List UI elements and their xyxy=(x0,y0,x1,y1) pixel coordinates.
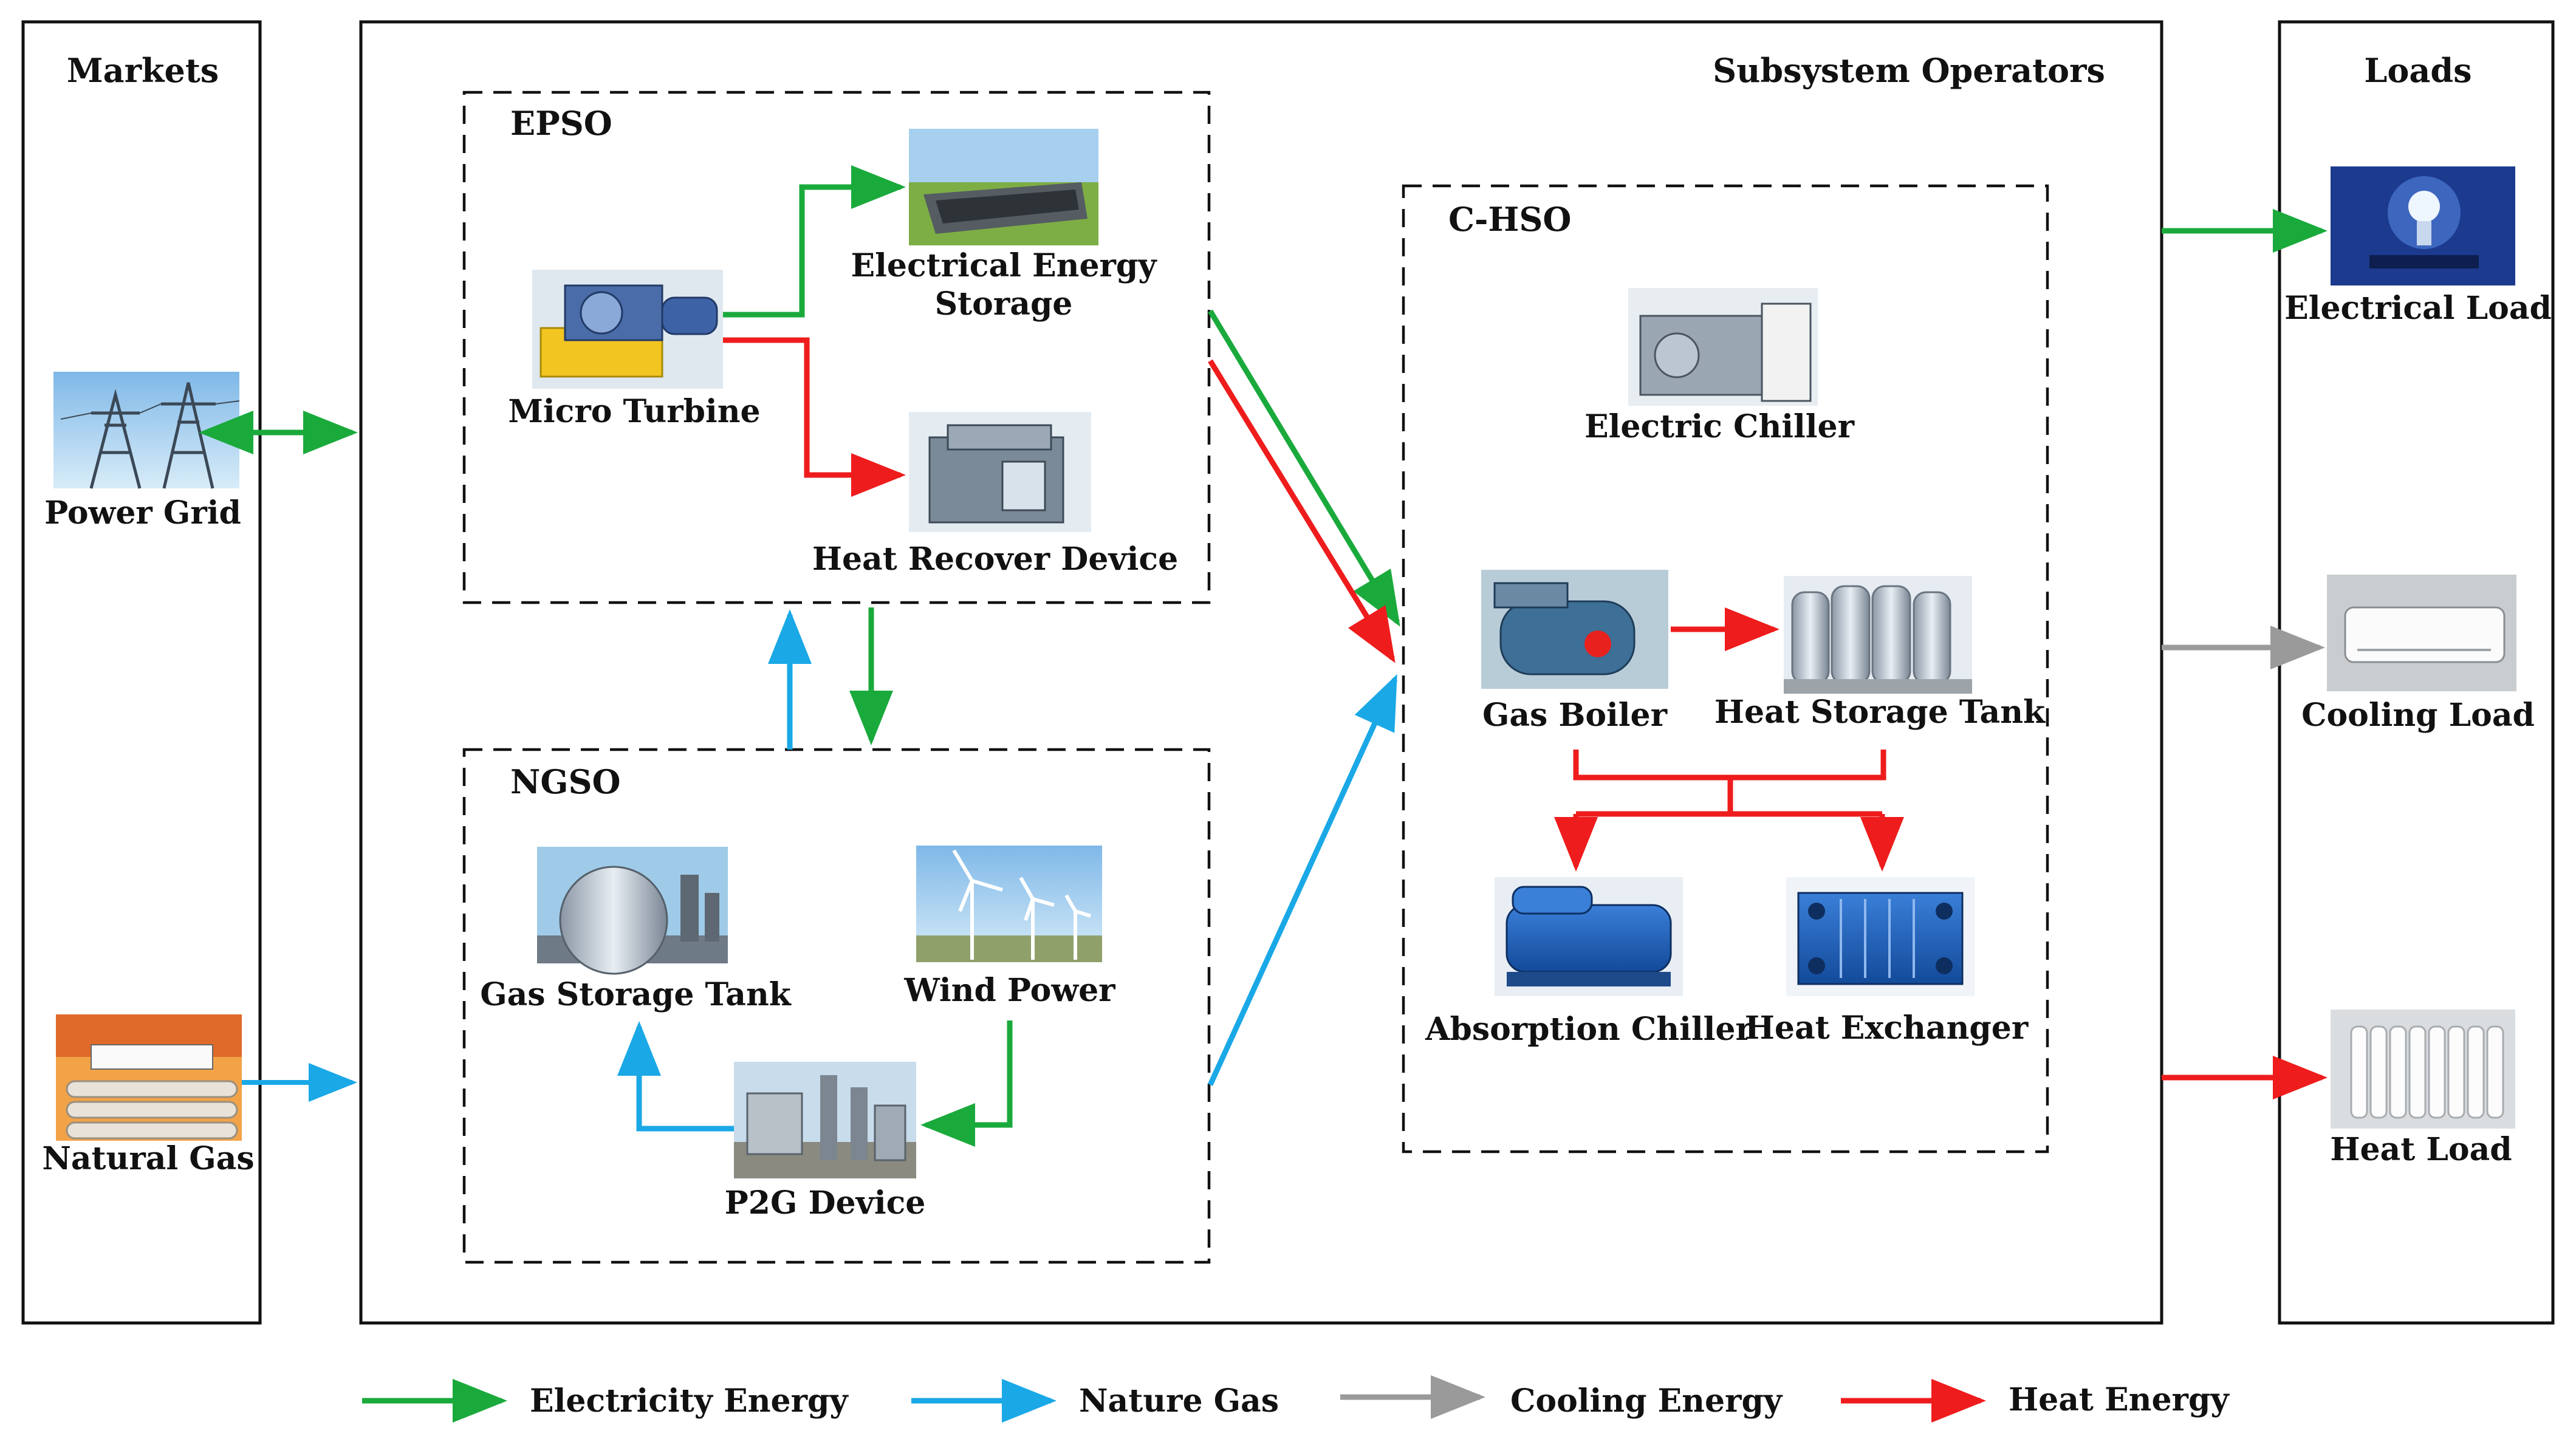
epso-to-chso-heat-arrow xyxy=(1208,359,1396,663)
epso-group xyxy=(462,91,1211,604)
wind-power-label: Wind Power xyxy=(903,972,1115,1009)
heat-recover-device-icon xyxy=(909,412,1091,532)
epso-to-chso-elec-arrow xyxy=(1208,309,1400,627)
micro-turbine-icon xyxy=(532,270,723,389)
natural-gas-label: Natural Gas xyxy=(42,1140,254,1177)
heat-load-label: Heat Load xyxy=(2330,1131,2512,1168)
heat-storage-tank-label: Heat Storage Tank xyxy=(1714,694,2046,731)
cooling-load-label: Cooling Load xyxy=(2301,697,2535,734)
epso-title: EPSO xyxy=(510,104,612,143)
cooling-load-icon xyxy=(2327,575,2516,691)
legend-electricity-label: Electricity Energy xyxy=(530,1383,849,1420)
ngso-title: NGSO xyxy=(510,762,621,801)
gas-boiler-label: Gas Boiler xyxy=(1482,697,1668,734)
absorption-chiller-label: Absorption Chiller xyxy=(1425,1011,1752,1048)
gas-boiler-icon xyxy=(1481,570,1668,689)
operators-panel xyxy=(359,20,2163,1325)
absorption-chiller-icon xyxy=(1495,877,1683,996)
electrical-energy-storage-icon xyxy=(909,129,1098,245)
natural-gas-icon xyxy=(56,1014,242,1141)
power-grid-icon xyxy=(53,372,240,489)
p2g-device-icon xyxy=(734,1062,916,1178)
heat-recover-device-label: Heat Recover Device xyxy=(812,541,1178,578)
heat-exchanger-icon xyxy=(1786,877,1975,996)
ees-label-line2: Storage xyxy=(935,285,1073,323)
legend-heat-label: Heat Energy xyxy=(2009,1381,2230,1418)
legend: Electricity Energy Nature Gas Cooling En… xyxy=(362,1375,2230,1423)
loads-panel xyxy=(2278,20,2555,1325)
gas-storage-tank-label: Gas Storage Tank xyxy=(480,976,792,1013)
mt-to-ees-arrow xyxy=(723,165,906,318)
p2g-device-label: P2G Device xyxy=(725,1184,926,1222)
heat-distribution-tree xyxy=(1554,750,1904,872)
gas-storage-tank-icon xyxy=(537,847,728,975)
operators-title: Subsystem Operators xyxy=(1713,51,2105,90)
heat-storage-tank-icon xyxy=(1784,576,1972,694)
legend-gas-label: Nature Gas xyxy=(1079,1383,1279,1420)
loads-title: Loads xyxy=(2364,51,2472,90)
heat-exchanger-label: Heat Exchanger xyxy=(1745,1010,2029,1047)
electric-chiller-icon xyxy=(1628,288,1818,406)
power-grid-label: Power Grid xyxy=(44,494,241,532)
markets-title: Markets xyxy=(67,51,219,90)
markets-panel xyxy=(21,20,262,1325)
wind-to-p2g-arrow xyxy=(920,1020,1013,1147)
micro-turbine-label: Micro Turbine xyxy=(508,393,760,430)
chso-group xyxy=(1402,184,2049,1154)
p2g-to-gst-arrow xyxy=(617,1021,734,1132)
electric-chiller-label: Electric Chiller xyxy=(1584,408,1855,445)
electrical-load-label: Electrical Load xyxy=(2284,290,2552,327)
legend-cooling-label: Cooling Energy xyxy=(1510,1383,1783,1420)
electrical-load-icon xyxy=(2331,166,2515,285)
chso-title: C-HSO xyxy=(1448,200,1571,239)
mt-to-hrd-arrow xyxy=(723,337,906,497)
ngso-group xyxy=(462,748,1211,1264)
ngso-to-chso-gas-arrow xyxy=(1207,674,1398,1086)
heat-load-icon xyxy=(2331,1010,2515,1129)
wind-power-icon xyxy=(916,846,1102,962)
ees-label-line1: Electrical Energy xyxy=(851,247,1157,284)
